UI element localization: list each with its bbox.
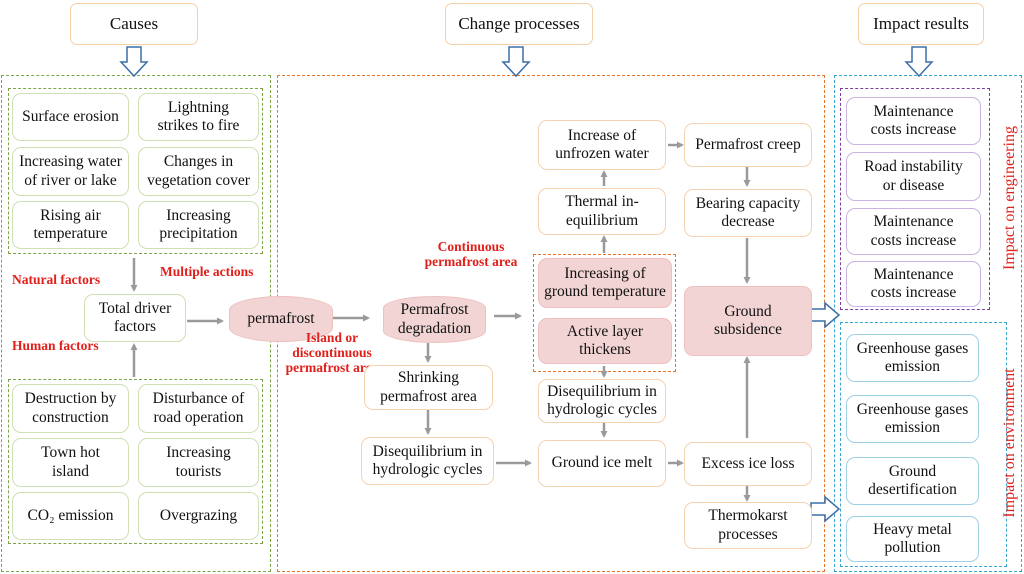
greenhouse-gases-2-box: Greenhouse gases emission: [846, 395, 979, 443]
ground-subsidence-box: Ground subsidence: [684, 286, 812, 356]
town-hot-island-box: Town hot island: [12, 438, 129, 487]
thermokarst-box: Thermokarst processes: [684, 502, 812, 549]
multiple-actions-label: Multiple actions: [160, 264, 254, 279]
unfrozen-water-box: Increase of unfrozen water: [538, 120, 666, 170]
maintenance-costs-3-box: Maintenance costs increase: [846, 261, 981, 307]
diseq-hydrologic-mid-box: Disequilibrium in hydrologic cycles: [538, 379, 666, 423]
construction-box: Destruction by construction: [12, 384, 129, 433]
excess-ice-loss-box: Excess ice loss: [684, 442, 812, 486]
heavy-metal-pollution-box: Heavy metal pollution: [846, 516, 979, 562]
vegetation-box: Changes in vegetation cover: [138, 147, 259, 196]
change-processes-header: Change processes: [445, 3, 593, 45]
permafrost-cylinder: permafrost: [229, 296, 333, 342]
ground-desertification-box: Ground desertification: [846, 457, 979, 505]
subsidence-to-engineering-hollow-arrow: [810, 301, 841, 329]
lightning-box: Lightning strikes to fire: [138, 93, 259, 141]
processes-hollow-arrow: [501, 46, 531, 78]
greenhouse-gases-1-box: Greenhouse gases emission: [846, 334, 979, 382]
total-driver-factors-box: Total driver factors: [84, 294, 186, 342]
human-factors-frame: [8, 379, 263, 544]
shrinking-area-box: Shrinking permafrost area: [364, 365, 493, 410]
continuous-area-label: Continuous permafrost area: [424, 239, 518, 269]
thermokarst-to-environment-hollow-arrow: [810, 495, 841, 523]
permafrost-degradation-box: Permafrost degradation: [383, 296, 486, 343]
permafrost-creep-box: Permafrost creep: [684, 123, 812, 167]
maintenance-costs-1-box: Maintenance costs increase: [846, 97, 981, 145]
bearing-capacity-box: Bearing capacity decrease: [684, 189, 812, 237]
impact-results-header: Impact results: [858, 3, 984, 45]
precipitation-box: Increasing precipitation: [138, 201, 259, 249]
island-discontinuous-label: Island or discontinuous permafrost area: [285, 330, 379, 375]
causes-hollow-arrow: [119, 46, 149, 78]
diseq-hydrologic-left-box: Disequilibrium in hydrologic cycles: [361, 437, 494, 485]
engineering-frame: [840, 88, 990, 310]
air-temperature-box: Rising air temperature: [12, 201, 129, 249]
impact-engineering-label: Impact on engineering: [1001, 126, 1018, 270]
thermal-inequilibrium-box: Thermal in- equilibrium: [538, 188, 666, 235]
surface-erosion-box: Surface erosion: [12, 93, 129, 141]
causes-header: Causes: [70, 3, 198, 45]
river-lake-water-box: Increasing water of river or lake: [12, 147, 129, 196]
tourists-box: Increasing tourists: [138, 438, 259, 487]
impact-environment-label: Impact on environment: [1001, 368, 1018, 518]
impact-results-frame: [834, 75, 1022, 572]
natural-factors-frame: [8, 88, 263, 254]
ground-ice-melt-box: Ground ice melt: [538, 440, 666, 487]
road-instability-box: Road instability or disease: [846, 152, 981, 201]
environment-frame: [840, 322, 1007, 567]
human-factors-label: Human factors: [12, 338, 99, 353]
overgrazing-box: Overgrazing: [138, 492, 259, 540]
ground-temperature-box: Increasing of ground temperature: [538, 258, 672, 308]
co2-emission-box: CO₂ emission: [12, 492, 129, 540]
maintenance-costs-2-box: Maintenance costs increase: [846, 208, 981, 255]
road-operation-box: Disturbance of road operation: [138, 384, 259, 433]
natural-factors-label: Natural factors: [12, 272, 101, 287]
active-layer-box: Active layer thickens: [538, 318, 672, 364]
impacts-hollow-arrow: [904, 46, 934, 78]
